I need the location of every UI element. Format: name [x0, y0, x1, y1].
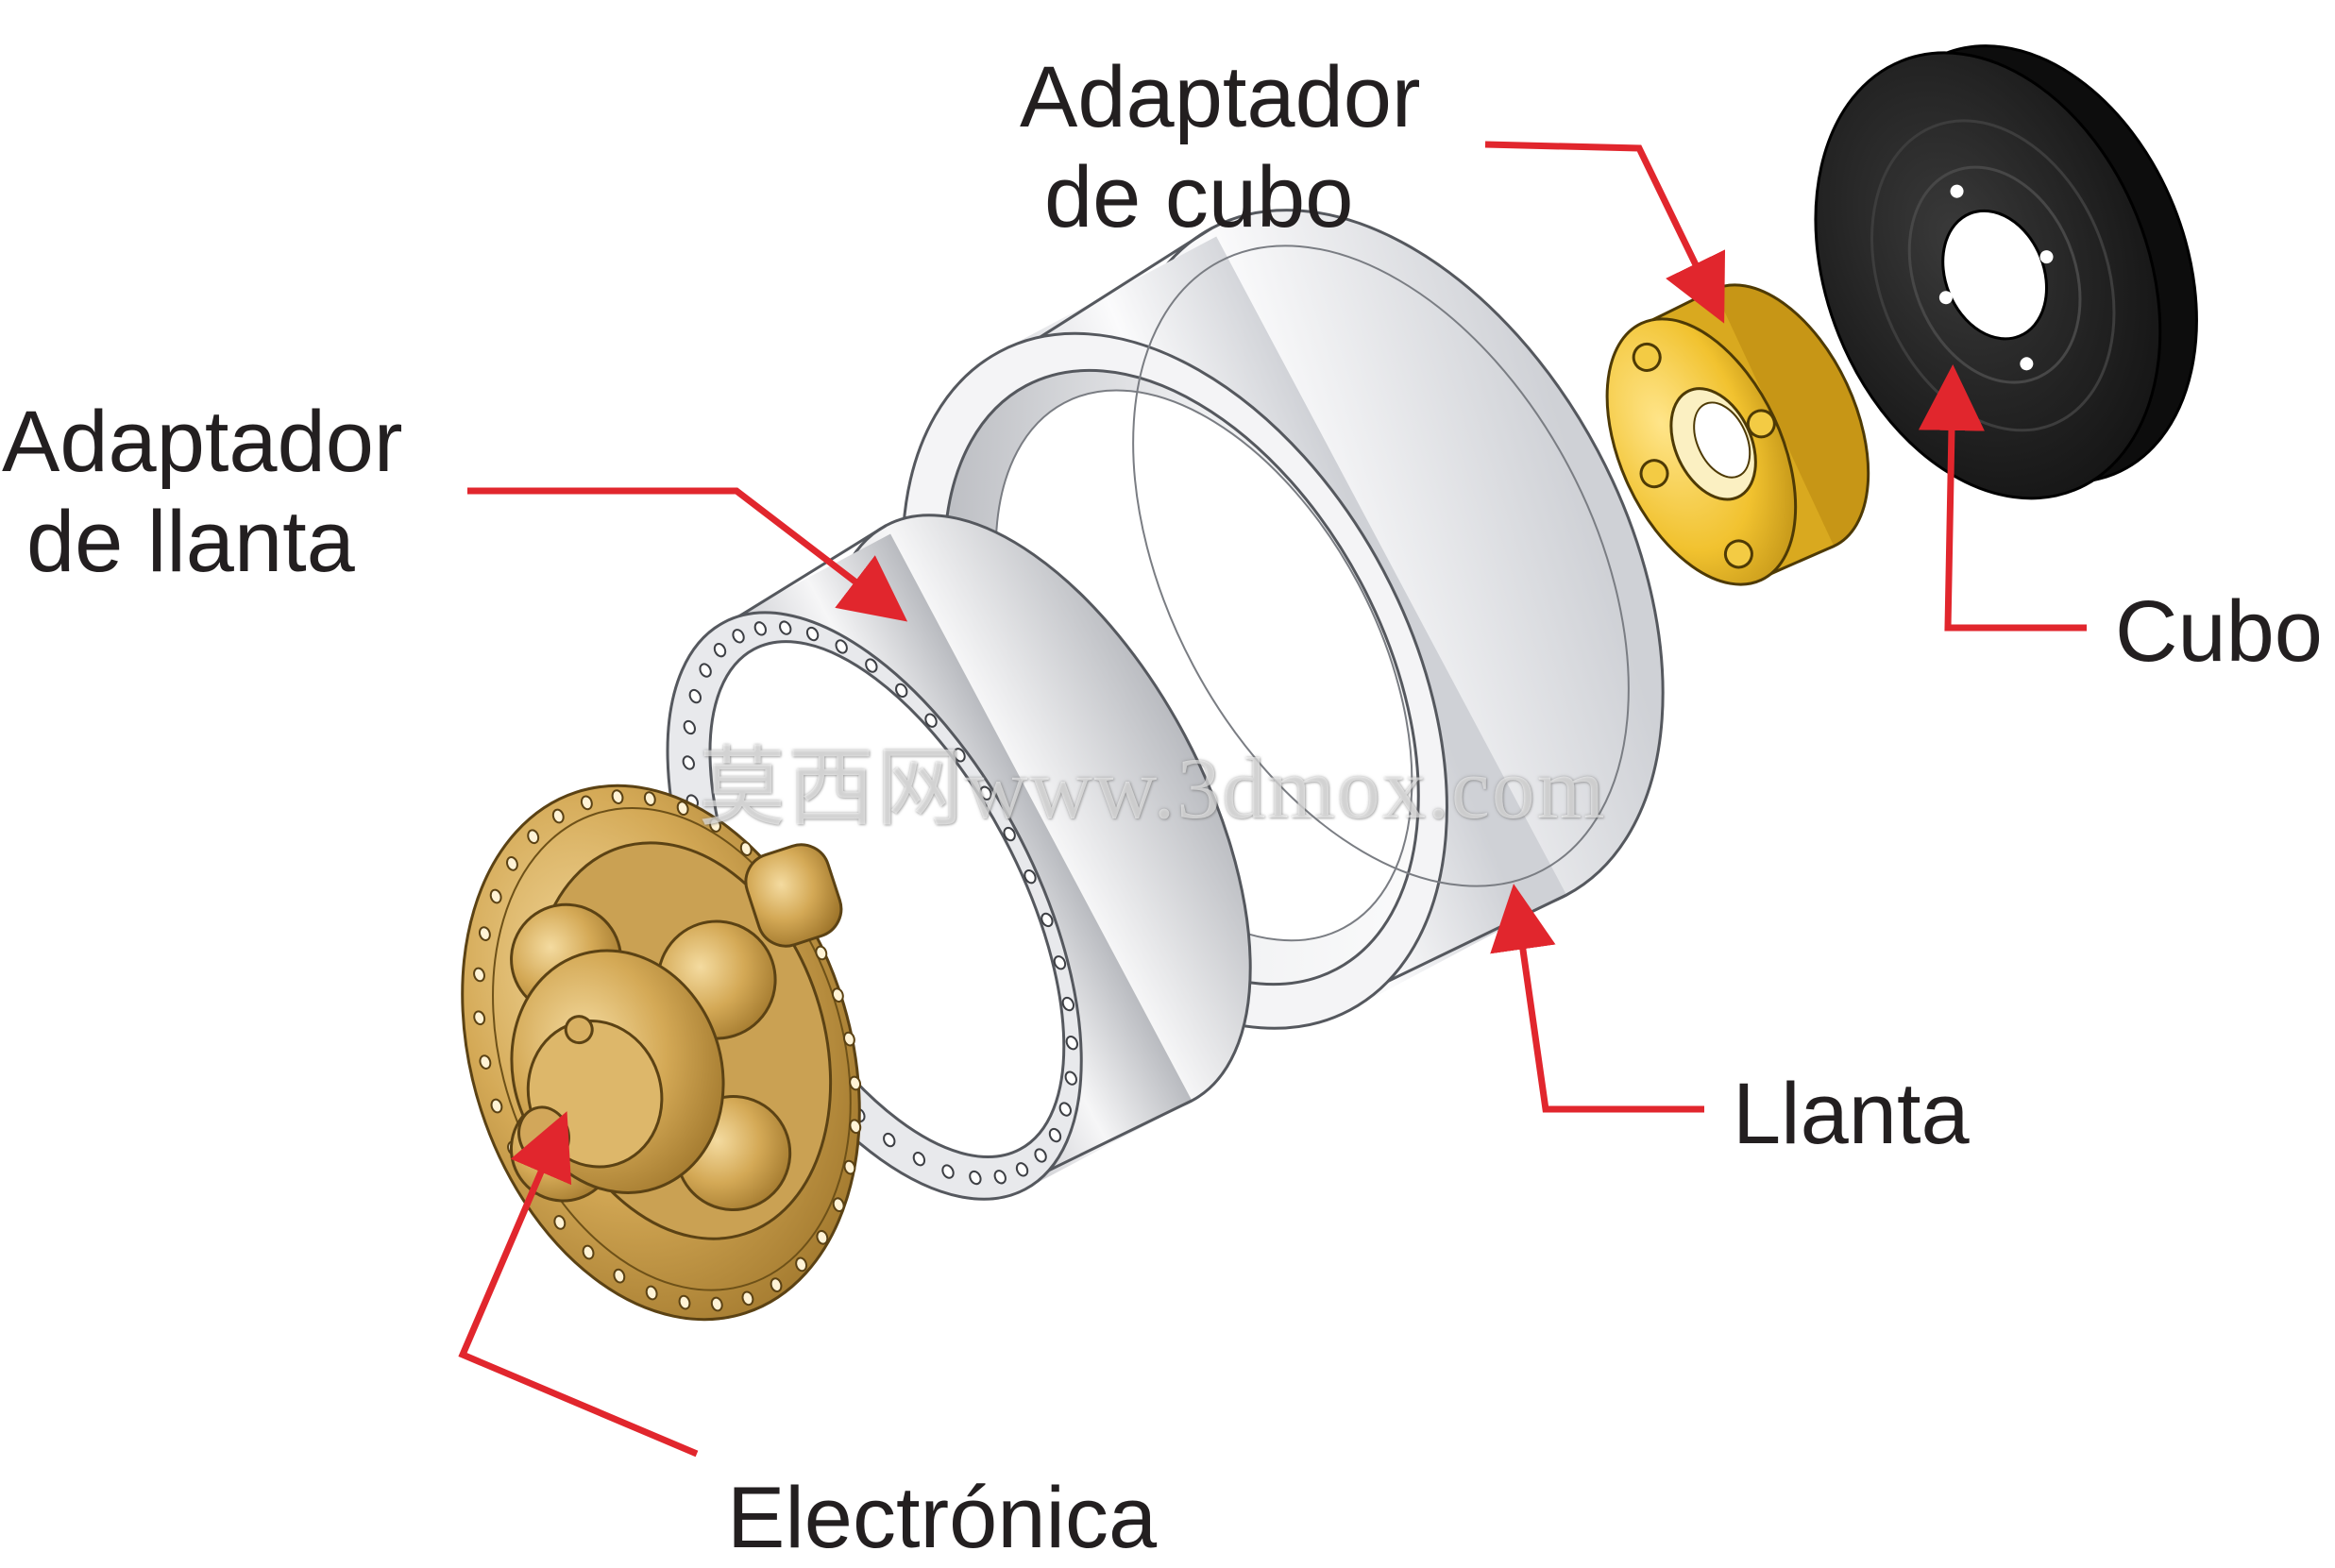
bolt-hole: [551, 808, 565, 824]
bolt-hole: [1034, 1148, 1047, 1163]
electronics-label: Electrónica: [727, 1470, 1158, 1566]
bolt-hole: [832, 1197, 845, 1213]
bolt-hole: [713, 642, 727, 658]
bolt-hole: [753, 621, 768, 636]
bolt-hole: [473, 967, 485, 983]
bolt-hole: [849, 1075, 862, 1091]
bolt-hole: [676, 801, 689, 817]
hub-arrow: [1918, 364, 2087, 632]
bolt-hole: [1064, 1071, 1077, 1086]
bolt-hole: [1053, 955, 1067, 970]
bolt-hole: [645, 1285, 658, 1301]
hub-adapter-label: Adaptador de cubo: [1020, 47, 1421, 247]
bolt-hole: [473, 1010, 486, 1026]
bolt-hole: [678, 1294, 691, 1310]
bolt-hole: [815, 945, 828, 961]
rim-arrow: [1490, 884, 1704, 1113]
hub-adapter-arrow: [1484, 141, 1726, 324]
bolt-hole: [527, 829, 540, 845]
bolt-hole: [643, 791, 656, 806]
bolt-hole: [835, 639, 848, 654]
bolt-hole: [741, 1290, 754, 1307]
bolt-hole: [924, 713, 938, 728]
bolt-hole: [489, 888, 502, 904]
rim-label: Llanta: [1733, 1066, 1970, 1162]
bolt-hole: [979, 785, 992, 801]
hub-adapter-label-line2: de cubo: [1044, 149, 1354, 245]
bolt-hole: [683, 719, 697, 735]
bolt-hole: [732, 629, 745, 644]
bolt-hole: [795, 1256, 808, 1273]
hub-label: Cubo: [2115, 583, 2323, 680]
rim-adapter-arrow: [467, 487, 908, 622]
bolt-hole: [883, 1132, 896, 1148]
bolt-hole: [770, 1277, 783, 1292]
bolt-hole: [969, 1170, 982, 1186]
bolt-hole: [582, 1244, 595, 1260]
bolt-hole: [1065, 1035, 1078, 1051]
hub-adapter-label-line1: Adaptador: [1020, 49, 1421, 145]
bolt-hole: [506, 856, 518, 871]
bolt-hole: [611, 789, 624, 804]
bolt-hole: [688, 688, 702, 704]
bolt-hole: [1058, 1102, 1072, 1117]
bolt-hole: [580, 795, 593, 811]
bolt-hole: [682, 755, 695, 770]
rim-adapter-label: Adaptador de llanta: [2, 392, 403, 592]
bolt-hole: [831, 987, 844, 1003]
bolt-hole: [478, 926, 491, 941]
hub-adapter-part: [1605, 283, 1870, 586]
bolt-hole: [739, 841, 753, 856]
bolt-hole: [779, 620, 792, 635]
bolt-hole: [553, 1215, 567, 1230]
bolt-hole: [1041, 912, 1054, 928]
bolt-hole: [490, 1098, 503, 1114]
bolt-hole: [849, 1119, 862, 1135]
bolt-hole: [1015, 1162, 1029, 1177]
bolt-hole: [865, 658, 878, 673]
bolt-hole: [941, 1164, 955, 1179]
electronics-arrow: [458, 1111, 699, 1458]
bolt-hole: [709, 818, 721, 833]
rim-adapter-label-line1: Adaptador: [2, 394, 403, 490]
bolt-hole: [1061, 996, 1075, 1012]
bolt-hole: [842, 1031, 855, 1047]
rim-adapter-label-line2: de llanta: [26, 494, 355, 590]
bolt-hole: [1024, 868, 1037, 885]
bolt-hole: [816, 1229, 829, 1245]
bolt-hole: [895, 683, 908, 699]
bolt-hole: [1003, 826, 1016, 842]
bolt-hole: [710, 1296, 723, 1312]
watermark-text: 莫西网www.3dmox.com: [699, 740, 1607, 836]
bolt-hole: [843, 1159, 856, 1175]
bolt-hole: [805, 626, 820, 642]
bolt-hole: [953, 748, 966, 763]
bolt-hole: [1048, 1127, 1062, 1143]
bolt-hole: [613, 1268, 626, 1284]
bolt-hole: [699, 663, 712, 678]
bolt-hole: [479, 1054, 492, 1070]
bolt-hole: [993, 1170, 1007, 1185]
bolt-hole: [912, 1152, 926, 1167]
hub-part: [1814, 44, 2198, 500]
